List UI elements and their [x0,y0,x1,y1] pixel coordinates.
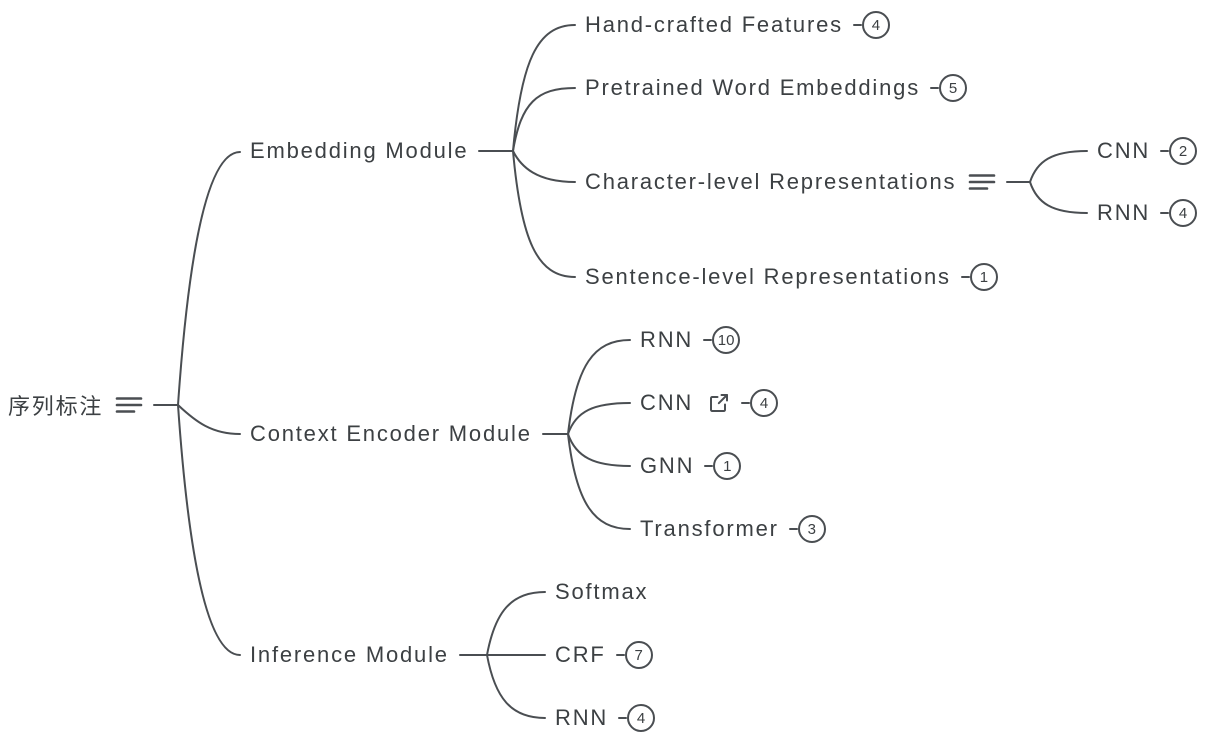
node-label: Sentence-level Representations [585,264,951,289]
connector-stub [478,150,513,152]
link-count-badge[interactable]: 3 [788,515,826,543]
badge-dash [1160,212,1170,214]
node-embedding-module[interactable]: Embedding Module [250,136,513,166]
node-label: RNN [555,705,609,730]
badge-count: 10 [712,326,741,354]
link-count-badge[interactable]: 10 [703,326,741,354]
badge-count: 7 [624,641,653,669]
node-character-level-representations[interactable]: Character-level Representations [585,167,1030,197]
link-count-badge[interactable]: 1 [704,452,742,480]
node-inf-softmax[interactable]: Softmax [555,577,648,607]
connector-stub [1006,181,1030,183]
link-count-badge[interactable]: 1 [960,263,998,291]
badge-count: 3 [797,515,826,543]
node-label: RNN [640,327,694,352]
badge-count: 4 [750,389,779,417]
node-label: CRF [555,642,606,667]
node-context-encoder-module[interactable]: Context Encoder Module [250,419,568,449]
badge-dash [852,24,862,26]
link-count-badge[interactable]: 2 [1160,137,1198,165]
link-count-badge[interactable]: 4 [852,11,890,39]
connector-stub [458,654,487,656]
node-label: Hand-crafted Features [585,12,843,37]
node-ctx-cnn[interactable]: CNN 4 [640,388,779,418]
badge-dash [703,339,713,341]
badge-dash [615,654,625,656]
node-label: Embedding Module [250,138,469,163]
node-ctx-rnn[interactable]: RNN 10 [640,325,741,355]
notes-icon[interactable] [115,395,143,415]
external-link-icon[interactable] [707,391,731,415]
link-count-badge[interactable]: 4 [618,704,656,732]
badge-count: 1 [969,263,998,291]
node-label: Pretrained Word Embeddings [585,75,920,100]
badge-dash [930,87,939,89]
node-label: Context Encoder Module [250,421,532,446]
badge-count: 4 [1169,199,1198,227]
node-label: CNN [1097,138,1151,163]
node-inf-crf[interactable]: CRF 7 [555,640,653,670]
node-char-rnn[interactable]: RNN 4 [1097,198,1198,228]
node-label: RNN [1097,200,1151,225]
badge-dash [704,465,714,467]
badge-count: 1 [713,452,742,480]
node-inference-module[interactable]: Inference Module [250,640,487,670]
root-node[interactable]: 序列标注 [8,390,178,420]
node-label: GNN [640,453,695,478]
badge-count: 5 [939,74,967,102]
node-sentence-level-representations[interactable]: Sentence-level Representations 1 [585,262,998,292]
node-hand-crafted-features[interactable]: Hand-crafted Features 4 [585,10,890,40]
link-count-badge[interactable]: 4 [741,389,779,417]
node-ctx-gnn[interactable]: GNN 1 [640,451,742,481]
node-ctx-transformer[interactable]: Transformer 3 [640,514,826,544]
badge-dash [1160,150,1170,152]
node-label: CNN [640,390,694,415]
link-count-badge[interactable]: 4 [1160,199,1198,227]
badge-dash [960,276,970,278]
root-connector-stub [153,404,178,406]
node-label: Inference Module [250,642,449,667]
badge-dash [788,528,798,530]
link-count-badge[interactable]: 5 [930,74,967,102]
node-pretrained-word-embeddings[interactable]: Pretrained Word Embeddings 5 [585,73,967,103]
node-char-cnn[interactable]: CNN 2 [1097,136,1198,166]
connector-stub [541,433,568,435]
badge-count: 4 [627,704,656,732]
notes-icon[interactable] [968,172,996,192]
node-label: Transformer [640,516,779,541]
badge-dash [618,717,628,719]
link-count-badge[interactable]: 7 [615,641,653,669]
node-label: Softmax [555,579,649,604]
badge-count: 4 [861,11,890,39]
root-label: 序列标注 [8,394,104,419]
node-label: Character-level Representations [585,169,957,194]
node-inf-rnn[interactable]: RNN 4 [555,703,656,733]
badge-count: 2 [1169,137,1198,165]
badge-dash [741,402,751,404]
